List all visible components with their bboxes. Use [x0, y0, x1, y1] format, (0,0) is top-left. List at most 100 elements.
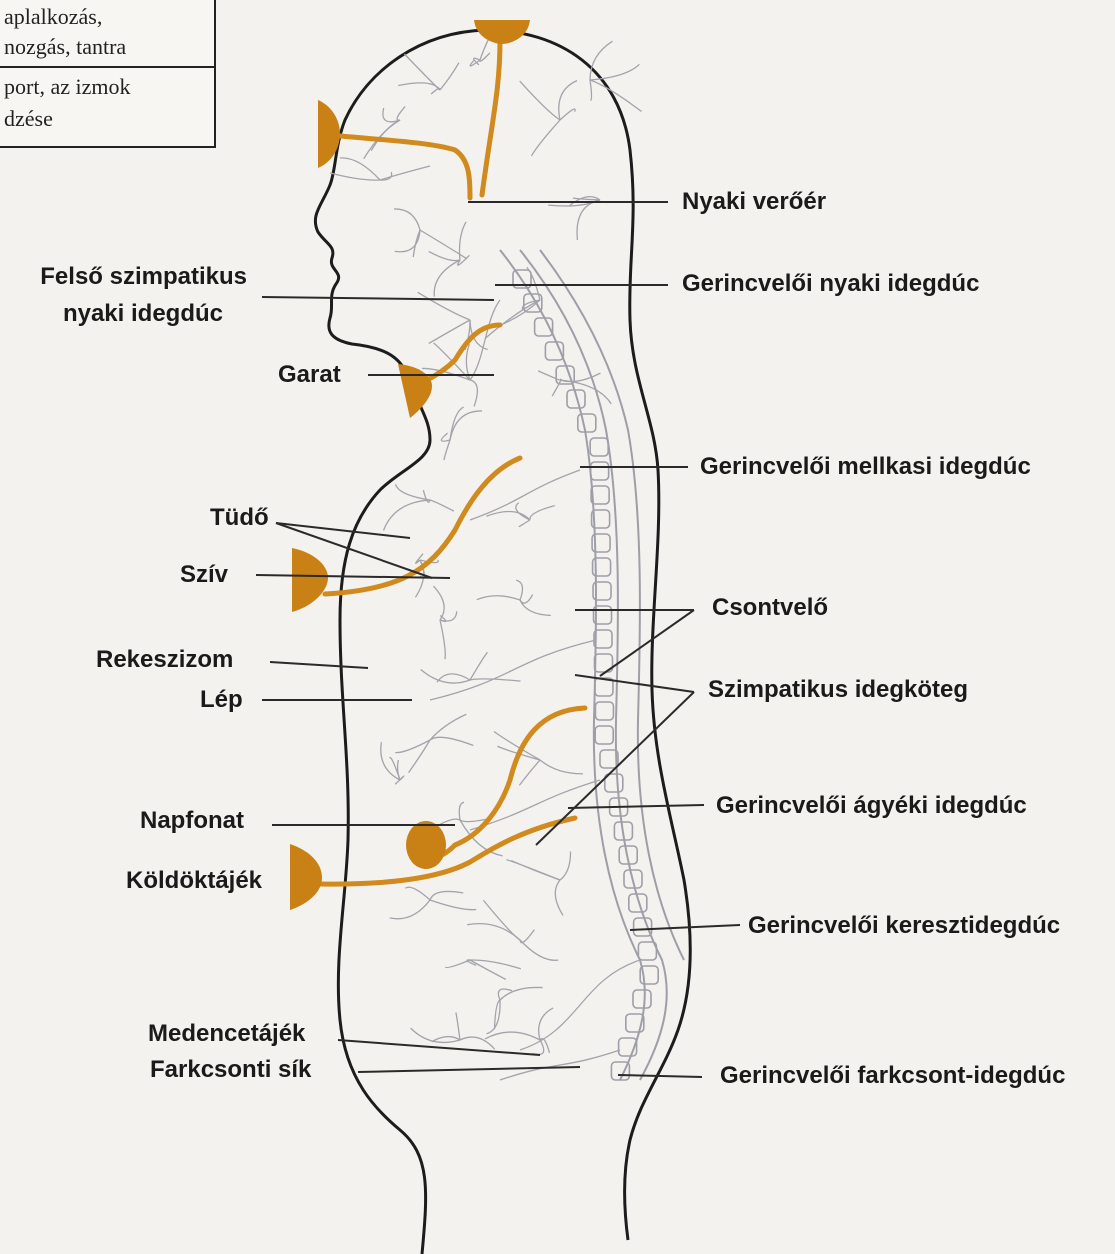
nerve-branch [433, 586, 444, 620]
nerve-branch [519, 520, 530, 527]
label-medencetajek: Medencetájék [148, 1020, 305, 1048]
nerve-branch [381, 742, 400, 780]
nerve-branch [416, 554, 423, 564]
nerve-branch [560, 109, 575, 120]
vertebrae [513, 270, 658, 1080]
label-rekeszizom: Rekeszizom [96, 646, 233, 674]
leader-lines [256, 202, 740, 1077]
nerve-branch [511, 861, 560, 880]
nerve-branch [577, 200, 600, 240]
label-gerincveloi-nyaki: Gerincvelői nyaki idegdúc [682, 270, 979, 298]
nerve-branch [404, 54, 440, 90]
nerve-branch [460, 1037, 495, 1049]
label-farkcsonti-sik: Farkcsonti sík [150, 1056, 311, 1084]
nerve-branch [470, 380, 477, 406]
label-csontvelo: Csontvelő [712, 594, 828, 622]
nerve-branch [483, 900, 520, 940]
solar-plexus-chakra-icon [406, 821, 446, 869]
label-nyaki-veroer: Nyaki verőér [682, 188, 826, 216]
nerve-branch [429, 251, 460, 260]
label-gerincveloi-farkcsont: Gerincvelői farkcsont-idegdúc [720, 1062, 1065, 1090]
nerve-branch [531, 120, 560, 156]
nerve-branch [383, 500, 430, 530]
label-tudo: Tüdő [210, 504, 269, 532]
nerve-branch [520, 930, 534, 943]
nerve-branch [459, 802, 464, 820]
nerve-branch [397, 106, 405, 120]
nerve-branch [527, 267, 540, 300]
nerve-branch [444, 440, 450, 460]
nerve-branch [440, 620, 445, 659]
nerve-connector [500, 1050, 620, 1080]
nerve-branch [477, 596, 520, 600]
nerve-branch [430, 500, 454, 511]
nerve-branch [394, 209, 420, 230]
label-koldoktajek: Köldöktájék [126, 867, 262, 895]
nerve-branch [456, 1013, 460, 1040]
nerve-branch [429, 320, 470, 343]
nerve-branch [430, 737, 473, 745]
label-lep: Lép [200, 686, 243, 714]
nerve-branch [441, 433, 450, 441]
nerve-branch [450, 411, 482, 440]
label-gerincveloi-kereszt: Gerincvelői keresztidegdúc [748, 912, 1060, 940]
label-garat: Garat [278, 361, 341, 389]
nerve-branch [530, 506, 555, 520]
nerve-branch [520, 600, 551, 615]
nerve-connector [430, 640, 596, 700]
label-felso-szimpatikus-1: Felső szimpatikus [40, 263, 247, 291]
nerve-branch [395, 740, 430, 753]
nerve-branch [555, 880, 563, 915]
nerve-branch [560, 851, 571, 880]
label-felso-szimpatikus-2: nyaki idegdúc [63, 300, 223, 328]
crown-chakra-icon [474, 20, 530, 44]
nerve-branch [330, 173, 380, 180]
nerve-branch [467, 924, 520, 940]
nerve-branch [430, 900, 476, 910]
nerve-branch [520, 81, 560, 120]
vertebra [578, 414, 596, 432]
vertebra [595, 726, 613, 744]
nerve-branch [520, 940, 558, 960]
nerve-branch [470, 679, 521, 681]
energy-channels [320, 40, 585, 884]
nerve-branch [487, 1000, 500, 1034]
heart-chakra-icon [292, 548, 328, 612]
vertebra [590, 438, 608, 456]
nerve-branch [380, 166, 430, 180]
nerve-branch [405, 887, 430, 900]
vertebra [595, 702, 613, 720]
nerve-branch [519, 760, 540, 785]
nerve-branch [590, 80, 592, 101]
label-gerincveloi-agyeki: Gerincvelői ágyéki idegdúc [716, 792, 1027, 820]
vertebra [591, 462, 609, 480]
nerve-branch [371, 120, 400, 151]
nerve-branch [430, 714, 466, 740]
nerve-branch [590, 41, 612, 80]
nerve-connector [470, 470, 580, 520]
nerve-branch [470, 652, 487, 680]
nerve-connector [470, 780, 600, 830]
nerve-branch [460, 819, 486, 821]
throat-chakra-icon [398, 364, 432, 418]
nerve-branch [498, 989, 512, 1000]
nerve-branch [440, 63, 459, 90]
navel-chakra-icon [290, 844, 322, 910]
nerve-branch [418, 292, 470, 320]
nerve-branch [445, 960, 470, 967]
label-gerincveloi-mellkasi: Gerincvelői mellkasi idegdúc [700, 453, 1031, 481]
nerve-branch [485, 1032, 540, 1040]
nerve-branch [559, 81, 577, 120]
nerve-branch [590, 80, 641, 111]
nerve-branch [390, 900, 430, 919]
nerve-branch [395, 484, 430, 500]
vertebra [633, 990, 651, 1008]
nerve-connector [520, 960, 640, 1050]
nerve-branch [434, 260, 460, 297]
nerve-branch [540, 760, 583, 774]
nerve-branch [430, 891, 463, 900]
label-szimpatikus-idegkoteg: Szimpatikus idegköteg [708, 676, 968, 704]
nerve-branch [539, 1008, 554, 1040]
nerve-branch [516, 580, 522, 600]
